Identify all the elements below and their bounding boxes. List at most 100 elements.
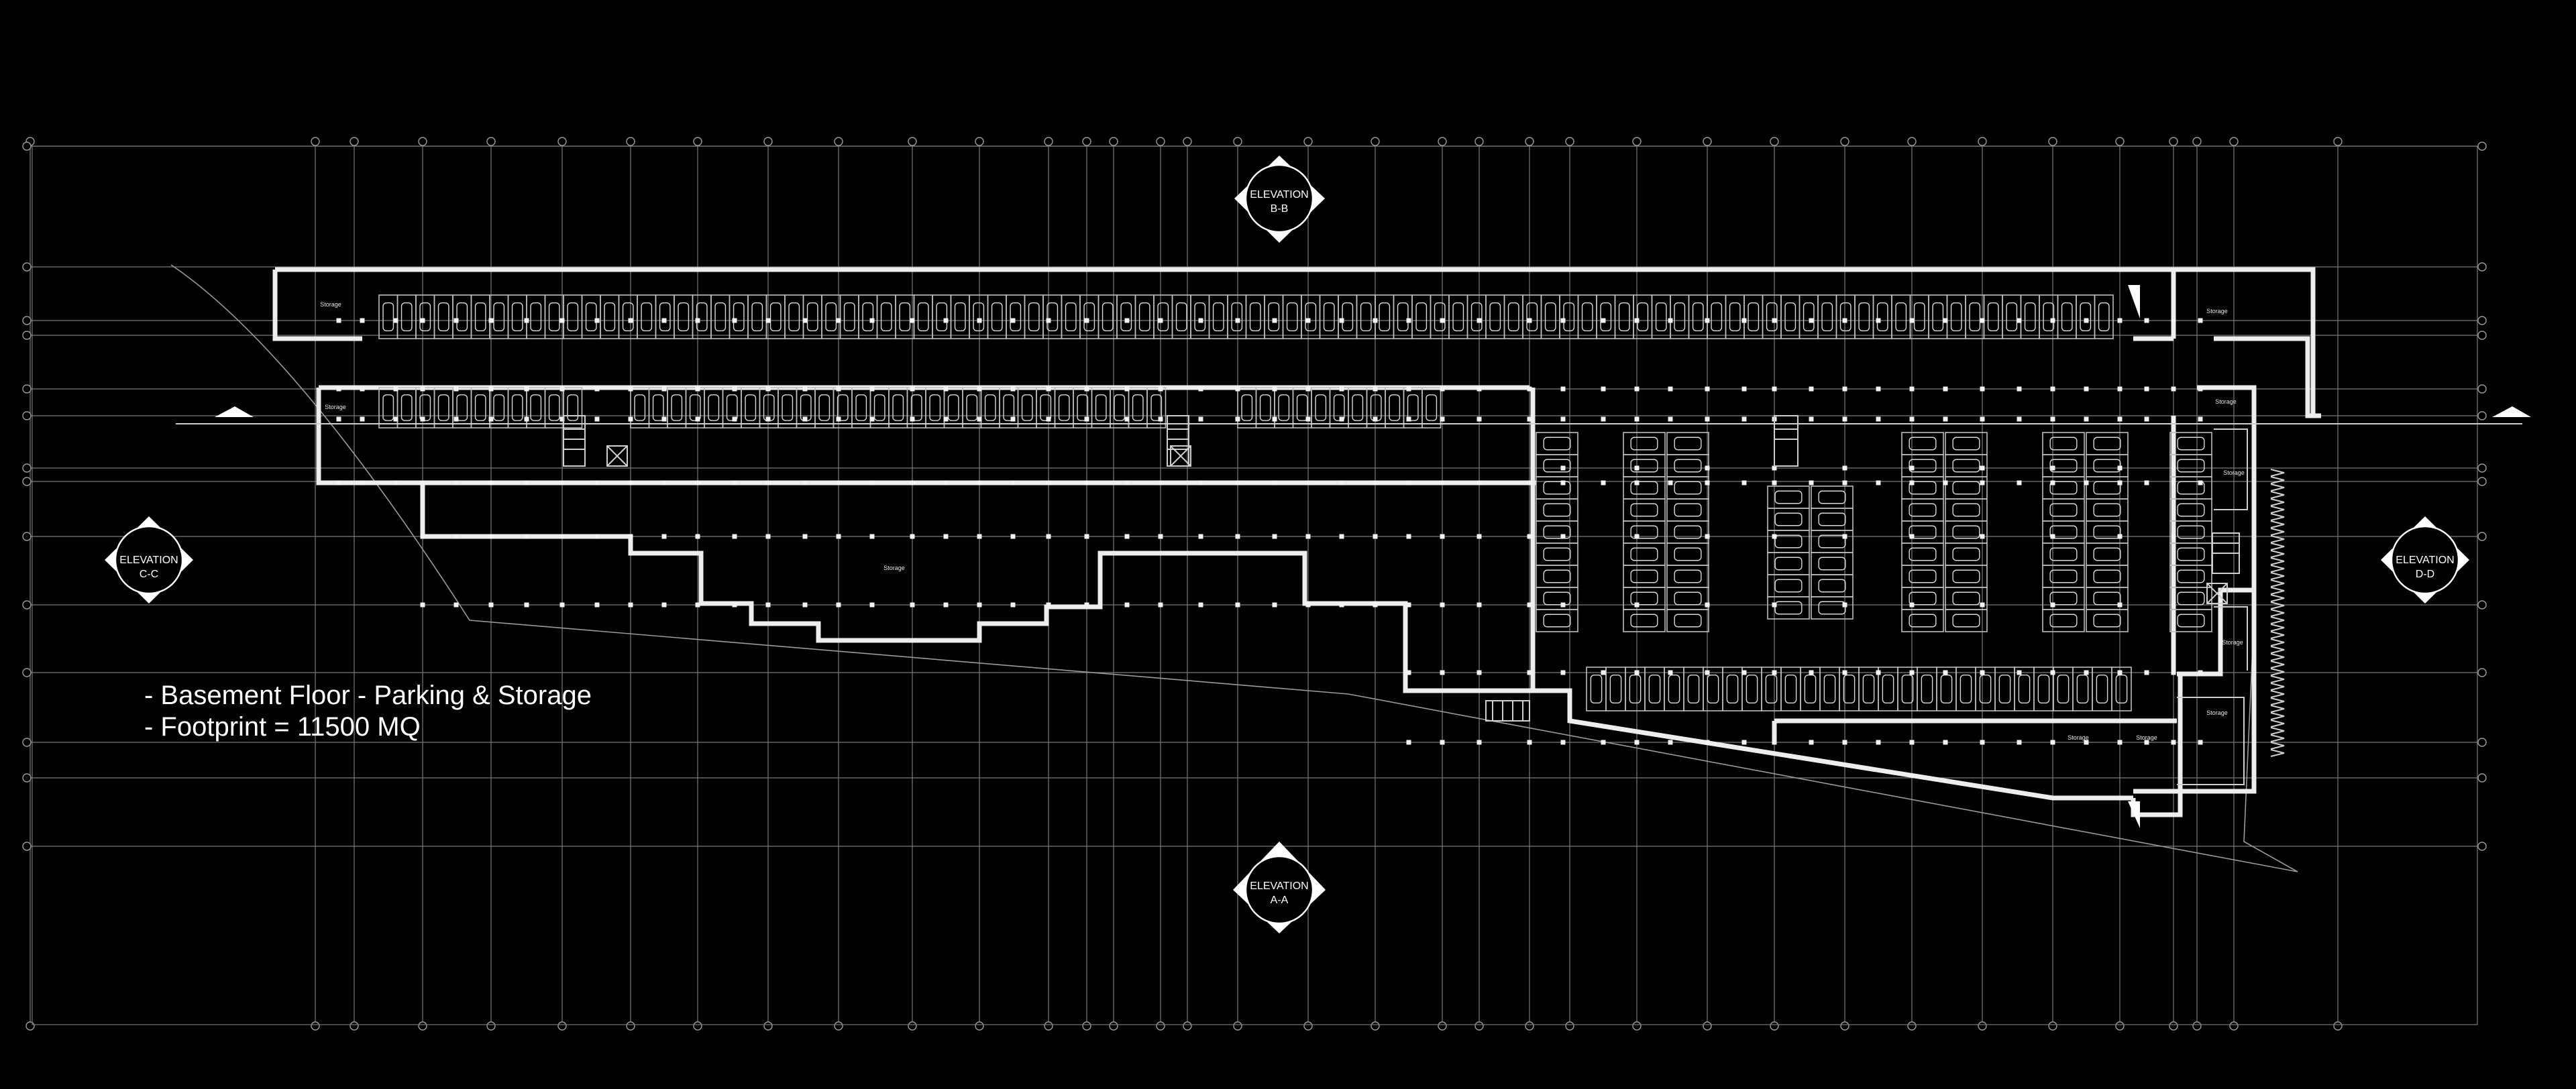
parking-bay <box>1945 498 1988 522</box>
parked-car <box>1021 394 1033 421</box>
column <box>594 480 600 485</box>
parked-car <box>1952 591 1980 606</box>
ramp-hatch <box>2270 594 2285 602</box>
parked-car <box>548 394 560 421</box>
column <box>1943 416 1948 422</box>
column <box>732 602 737 608</box>
ramp-hatch <box>2270 572 2285 580</box>
column <box>661 416 667 422</box>
column <box>1124 416 1130 422</box>
parked-car <box>1766 302 1778 332</box>
parking-bay <box>1485 294 1505 339</box>
parked-car <box>1940 675 1953 704</box>
parked-car <box>1630 481 1658 495</box>
column <box>2084 670 2089 675</box>
parking-bay <box>1666 432 1709 455</box>
parking-bay <box>741 387 761 428</box>
column <box>1235 602 1240 608</box>
grid-bubble <box>693 137 702 146</box>
column <box>1305 416 1311 422</box>
parking-bay <box>1237 387 1257 428</box>
ramp-hatch <box>2270 638 2285 646</box>
parking-bay <box>1536 587 1578 610</box>
parking-bay <box>876 294 896 339</box>
column <box>559 386 565 392</box>
parking-bay <box>1666 454 1709 477</box>
column <box>1772 386 1777 392</box>
column <box>1440 602 1445 608</box>
ramp-hatch <box>2270 668 2285 676</box>
ramp-hatch <box>2270 550 2285 558</box>
grid-bubble <box>350 1021 359 1031</box>
parked-car <box>1882 675 1894 704</box>
grid-bubble <box>1632 137 1642 146</box>
parking-bay <box>888 387 908 428</box>
parked-car <box>1278 394 1290 421</box>
parked-car <box>1426 394 1438 421</box>
column <box>1477 534 1482 539</box>
column <box>1842 670 1847 675</box>
column <box>360 480 365 485</box>
column <box>1705 670 1710 675</box>
parking-bay <box>1623 565 1666 588</box>
column <box>559 416 565 422</box>
parking-bay <box>1901 498 1944 522</box>
column <box>1477 386 1482 392</box>
parking-bay <box>821 294 841 339</box>
grid-bubble <box>2477 316 2487 325</box>
room-label: Storage <box>2206 308 2228 314</box>
parking-bay <box>2042 520 2085 544</box>
parking-bay <box>1623 520 1666 544</box>
grid-bubble <box>1907 1021 1917 1031</box>
parked-car <box>1895 302 1907 332</box>
column <box>1272 416 1277 422</box>
parking-bay <box>1994 667 2015 711</box>
parked-car <box>714 302 727 332</box>
column <box>360 386 365 392</box>
grid-bubble <box>2477 477 2487 486</box>
column <box>1980 416 1985 422</box>
grid-bubble <box>975 1021 984 1031</box>
column <box>2144 416 2149 422</box>
grid-bubble <box>626 137 635 146</box>
ramp-hatch <box>2270 720 2285 728</box>
room-label: Storage <box>2068 734 2089 741</box>
parking-bay <box>1536 609 1578 632</box>
column <box>1560 416 1566 422</box>
grid-bubble <box>1978 137 1987 146</box>
parking-bay <box>1097 294 1118 339</box>
column <box>1772 318 1777 323</box>
parked-car <box>1526 302 1538 332</box>
column <box>2050 670 2055 675</box>
parking-bay <box>1670 294 1690 339</box>
room-label: Storage <box>325 404 346 410</box>
column <box>869 386 875 392</box>
column <box>943 386 949 392</box>
column <box>1980 480 1985 485</box>
parking-bay <box>802 294 822 339</box>
note-floor-title: - Basement Floor - Parking & Storage <box>144 681 592 710</box>
parking-bays <box>378 294 2212 711</box>
parked-car <box>1674 614 1702 628</box>
parked-car <box>788 302 800 332</box>
column <box>1477 480 1482 485</box>
column <box>1909 318 1915 323</box>
elevation-marker-b-b: ELEVATION B-B <box>1234 156 1325 243</box>
parked-car <box>2080 302 2092 332</box>
column <box>1634 534 1640 539</box>
parking-bay <box>932 294 952 339</box>
parked-car <box>634 394 646 421</box>
parking-bay <box>489 294 509 339</box>
column <box>2050 534 2055 539</box>
grid-bubble <box>1565 1021 1574 1031</box>
parked-car <box>2093 614 2121 628</box>
grid-bubble <box>834 137 843 146</box>
parking-bay <box>1819 667 1840 711</box>
parked-car <box>1415 302 1428 332</box>
parked-car <box>1249 302 1261 332</box>
parking-bay <box>925 387 945 428</box>
elevation-marker-d-d: ELEVATION D-D <box>2381 516 2469 604</box>
parking-bay <box>433 294 453 339</box>
parked-car <box>733 302 745 332</box>
column <box>1772 534 1777 539</box>
